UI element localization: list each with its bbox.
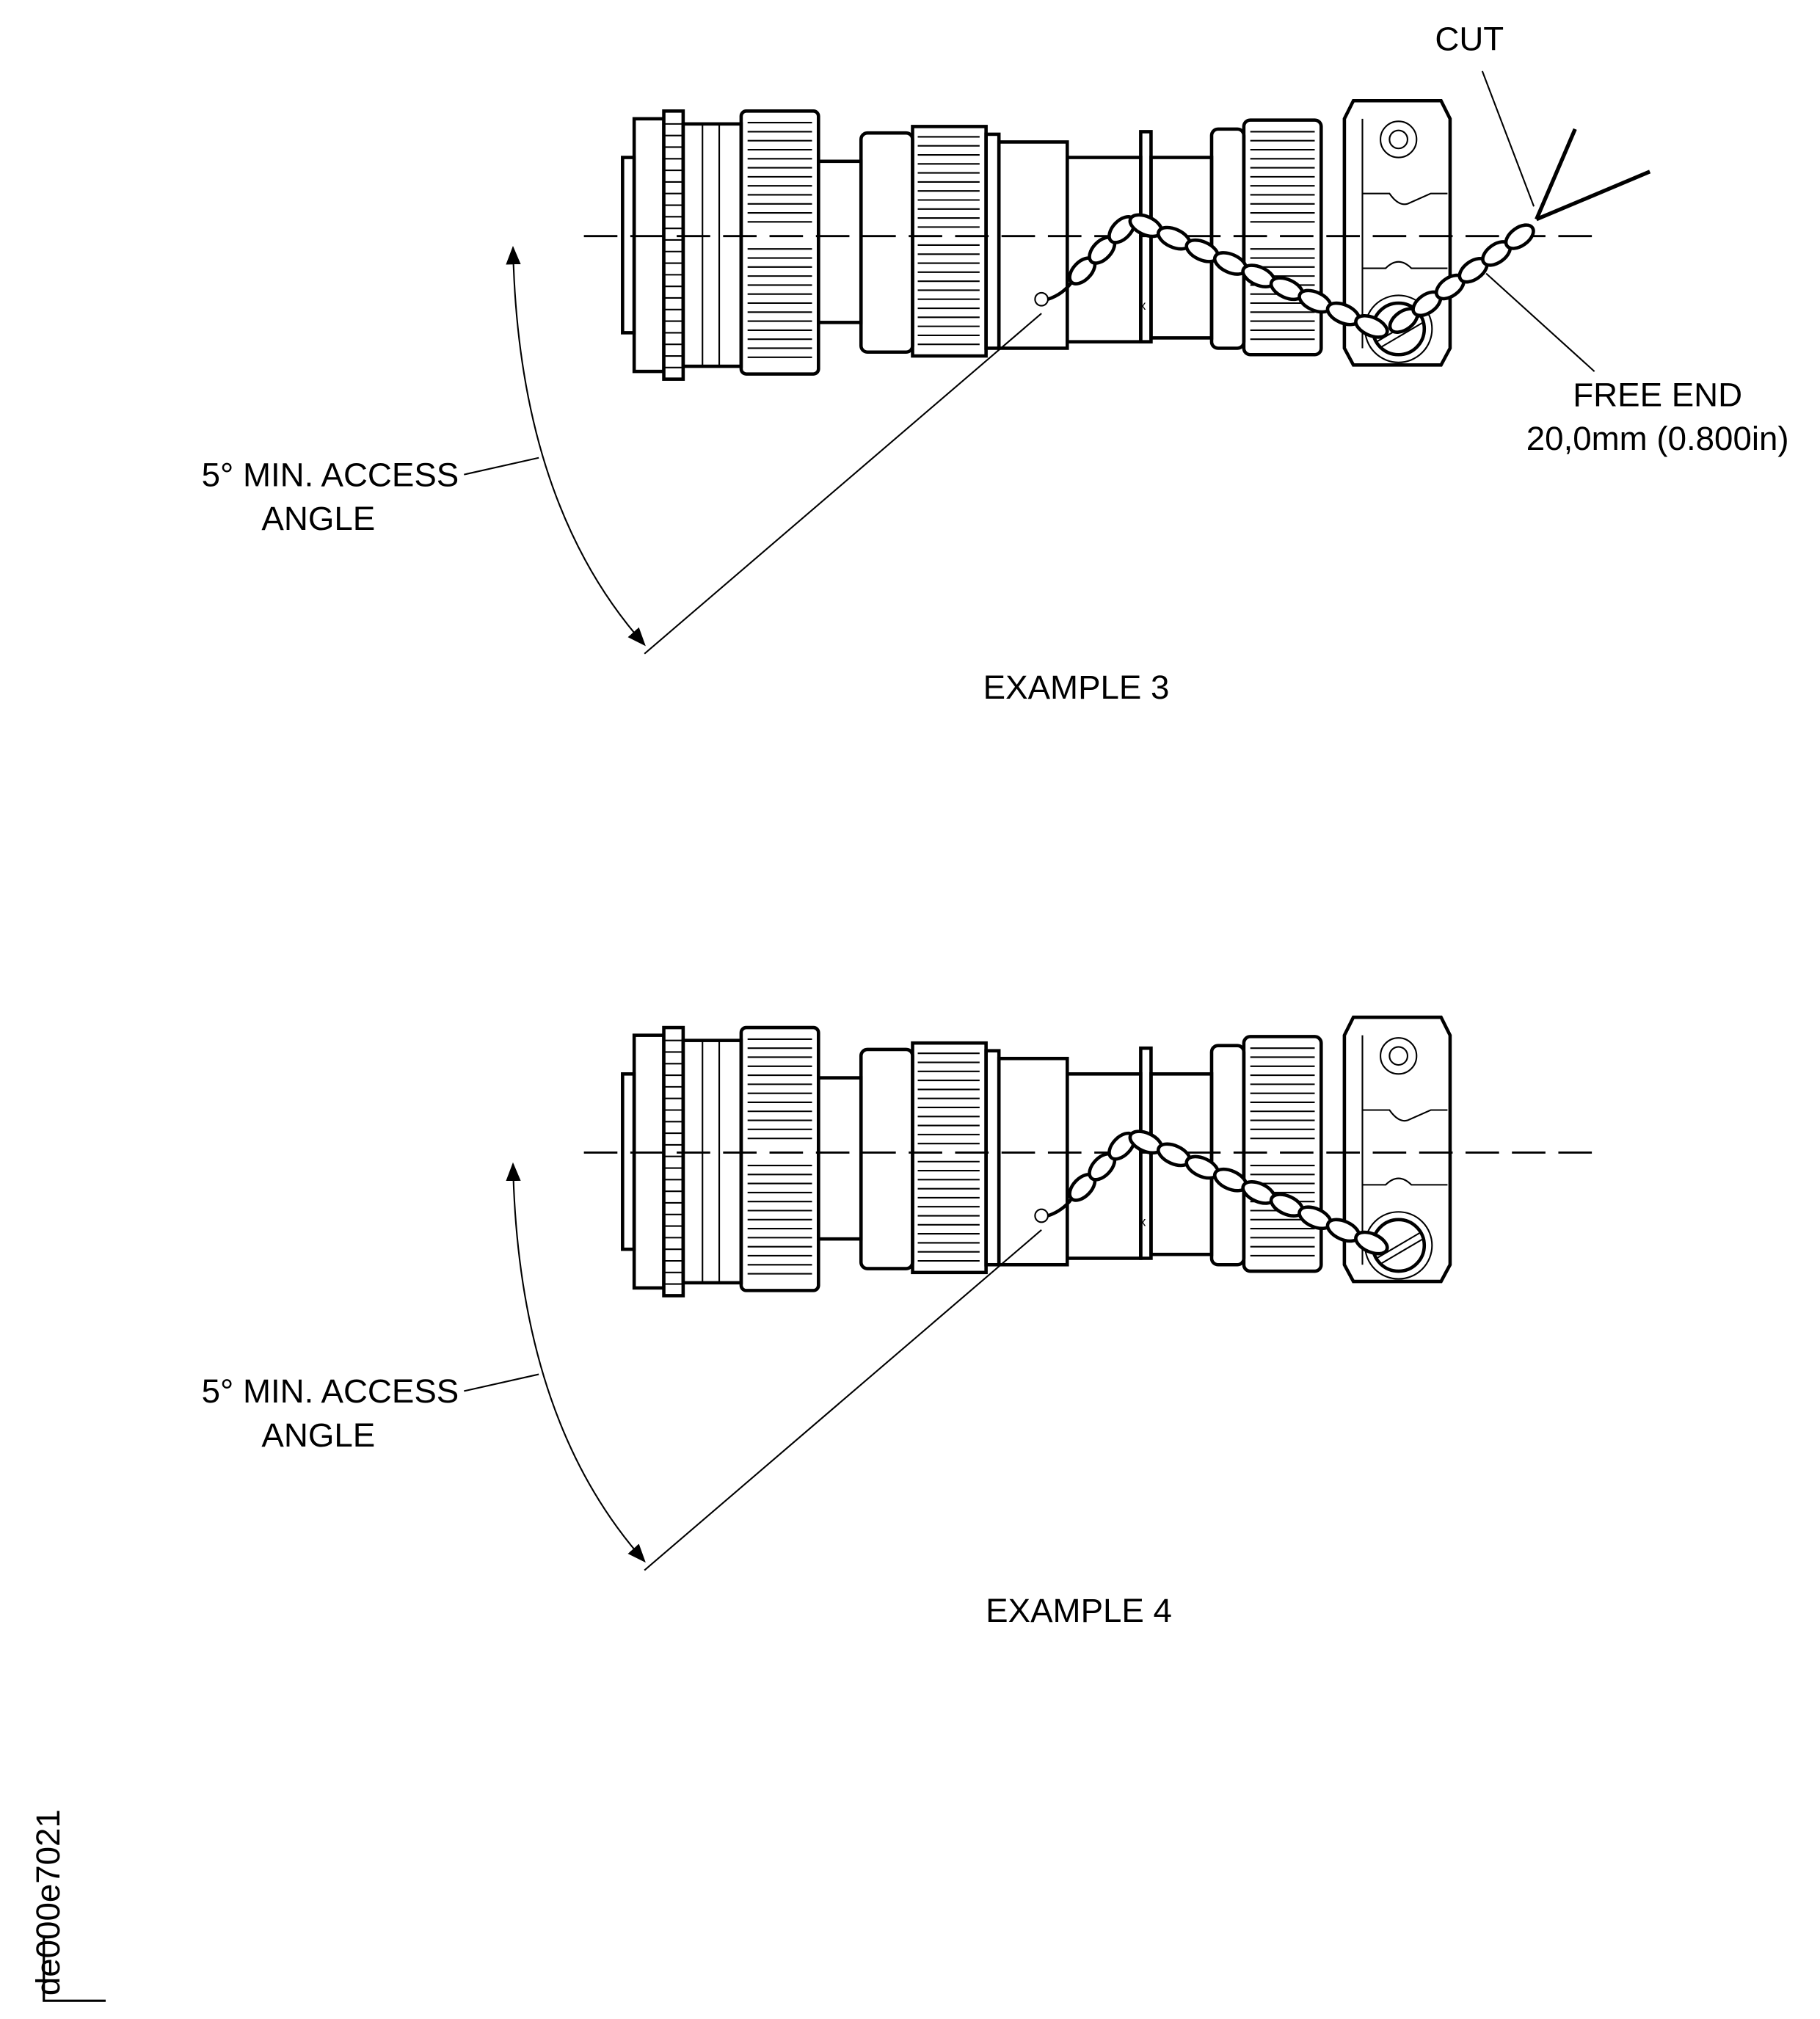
angle-label-line2: ANGLE [261,1416,375,1454]
example-title: EXAMPLE 4 [986,1592,1172,1629]
cut-leader [1481,70,1535,207]
angle-label-line1: 5° MIN. ACCESS [202,456,459,493]
cut-wire-end [1535,128,1577,220]
example-title: EXAMPLE 3 [983,669,1170,706]
angle-label-line2: ANGLE [261,500,375,537]
example-4: 5° MIN. ACCESS ANGLE EXAMPLE 4 [202,1017,1605,1629]
connector-drawing [464,1017,1604,1570]
free-end-length: 20,0mm (0.800in) [1526,420,1789,457]
figure-id: de000e7021 [29,1809,67,1996]
example-3: CUT FREE END 20,0mm (0.800in) 5° MIN. AC… [202,21,1789,706]
free-end-leader [1485,272,1595,372]
figure-id-bracket [43,1938,106,2002]
free-end-label: FREE END [1573,376,1742,414]
connector-drawing [464,101,1604,653]
cut-wire-end [1535,170,1651,222]
cut-label: CUT [1435,21,1504,58]
angle-label-line1: 5° MIN. ACCESS [202,1372,459,1410]
